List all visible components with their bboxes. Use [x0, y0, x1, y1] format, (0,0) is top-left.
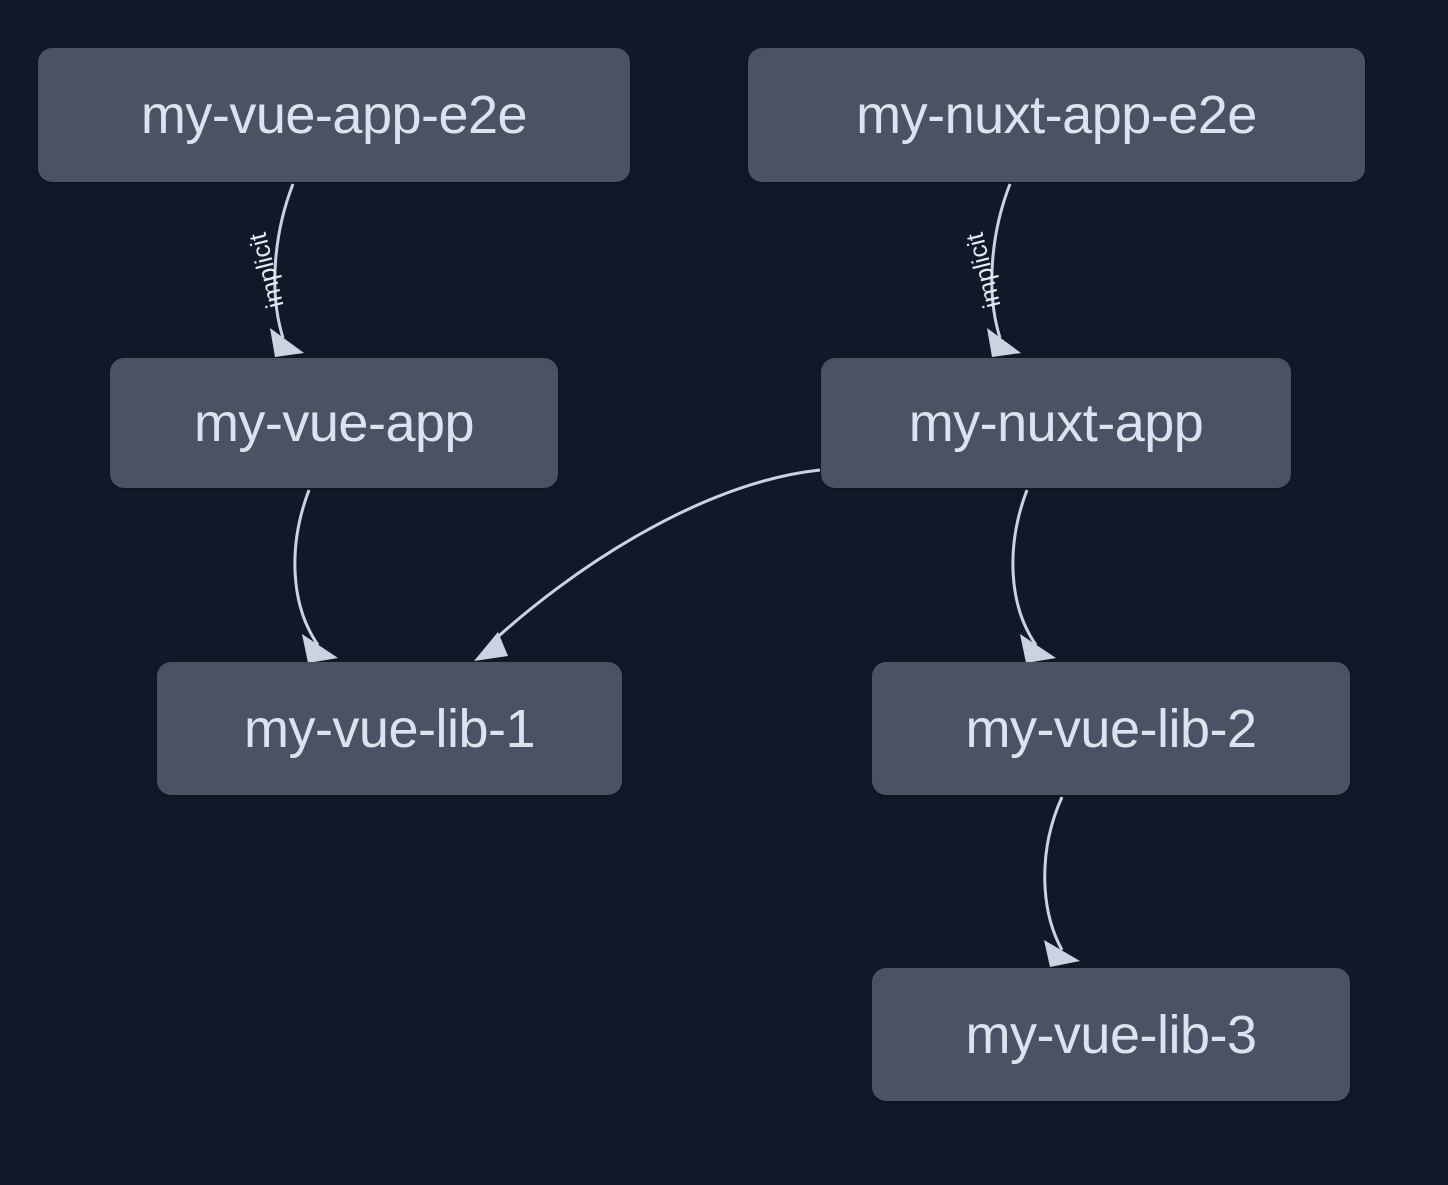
node-label: my-vue-app-e2e	[140, 85, 528, 145]
node-label: my-vue-lib-3	[965, 1004, 1257, 1065]
edge-arrowhead	[987, 328, 1021, 357]
graph-node-my-vue-lib-1[interactable]: my-vue-lib-1	[157, 662, 622, 795]
node-label: my-vue-lib-2	[965, 698, 1257, 759]
graph-node-my-nuxt-app[interactable]: my-nuxt-app	[821, 358, 1291, 488]
edge-label: implicit	[961, 230, 1007, 311]
graph-node-my-nuxt-app-e2e[interactable]: my-nuxt-app-e2e	[748, 48, 1365, 182]
node-label: my-nuxt-app	[908, 393, 1204, 453]
edge-path	[1011, 489, 1038, 646]
edge-my-vue-lib-2-to-my-vue-lib-3	[1043, 796, 1080, 967]
edge-path	[488, 468, 821, 646]
graph-node-my-vue-lib-3[interactable]: my-vue-lib-3	[872, 968, 1350, 1101]
graph-node-my-vue-lib-2[interactable]: my-vue-lib-2	[872, 662, 1350, 795]
edge-arrowhead	[1020, 634, 1056, 663]
edge-my-nuxt-app-e2e-to-my-nuxt-app: implicit	[961, 183, 1021, 357]
edge-my-nuxt-app-to-my-vue-lib-1	[474, 468, 821, 661]
edge-arrowhead	[302, 634, 338, 663]
graph-node-my-vue-app[interactable]: my-vue-app	[110, 358, 558, 488]
edge-path	[273, 183, 295, 339]
edge-arrowhead	[270, 328, 304, 357]
graph-node-my-vue-app-e2e[interactable]: my-vue-app-e2e	[38, 48, 630, 182]
node-label: my-nuxt-app-e2e	[856, 85, 1257, 145]
edge-path	[1043, 796, 1064, 951]
edge-arrowhead	[1044, 940, 1080, 967]
edge-my-nuxt-app-to-my-vue-lib-2	[1011, 489, 1056, 663]
edge-path	[293, 489, 320, 646]
edge-my-vue-app-e2e-to-my-vue-app: implicit	[244, 183, 304, 357]
edge-path	[990, 183, 1012, 339]
node-label: my-vue-app	[193, 393, 475, 453]
edge-arrowhead	[474, 632, 508, 661]
node-label: my-vue-lib-1	[243, 698, 536, 759]
edge-my-vue-app-to-my-vue-lib-1	[293, 489, 338, 663]
edge-label: implicit	[244, 230, 290, 311]
